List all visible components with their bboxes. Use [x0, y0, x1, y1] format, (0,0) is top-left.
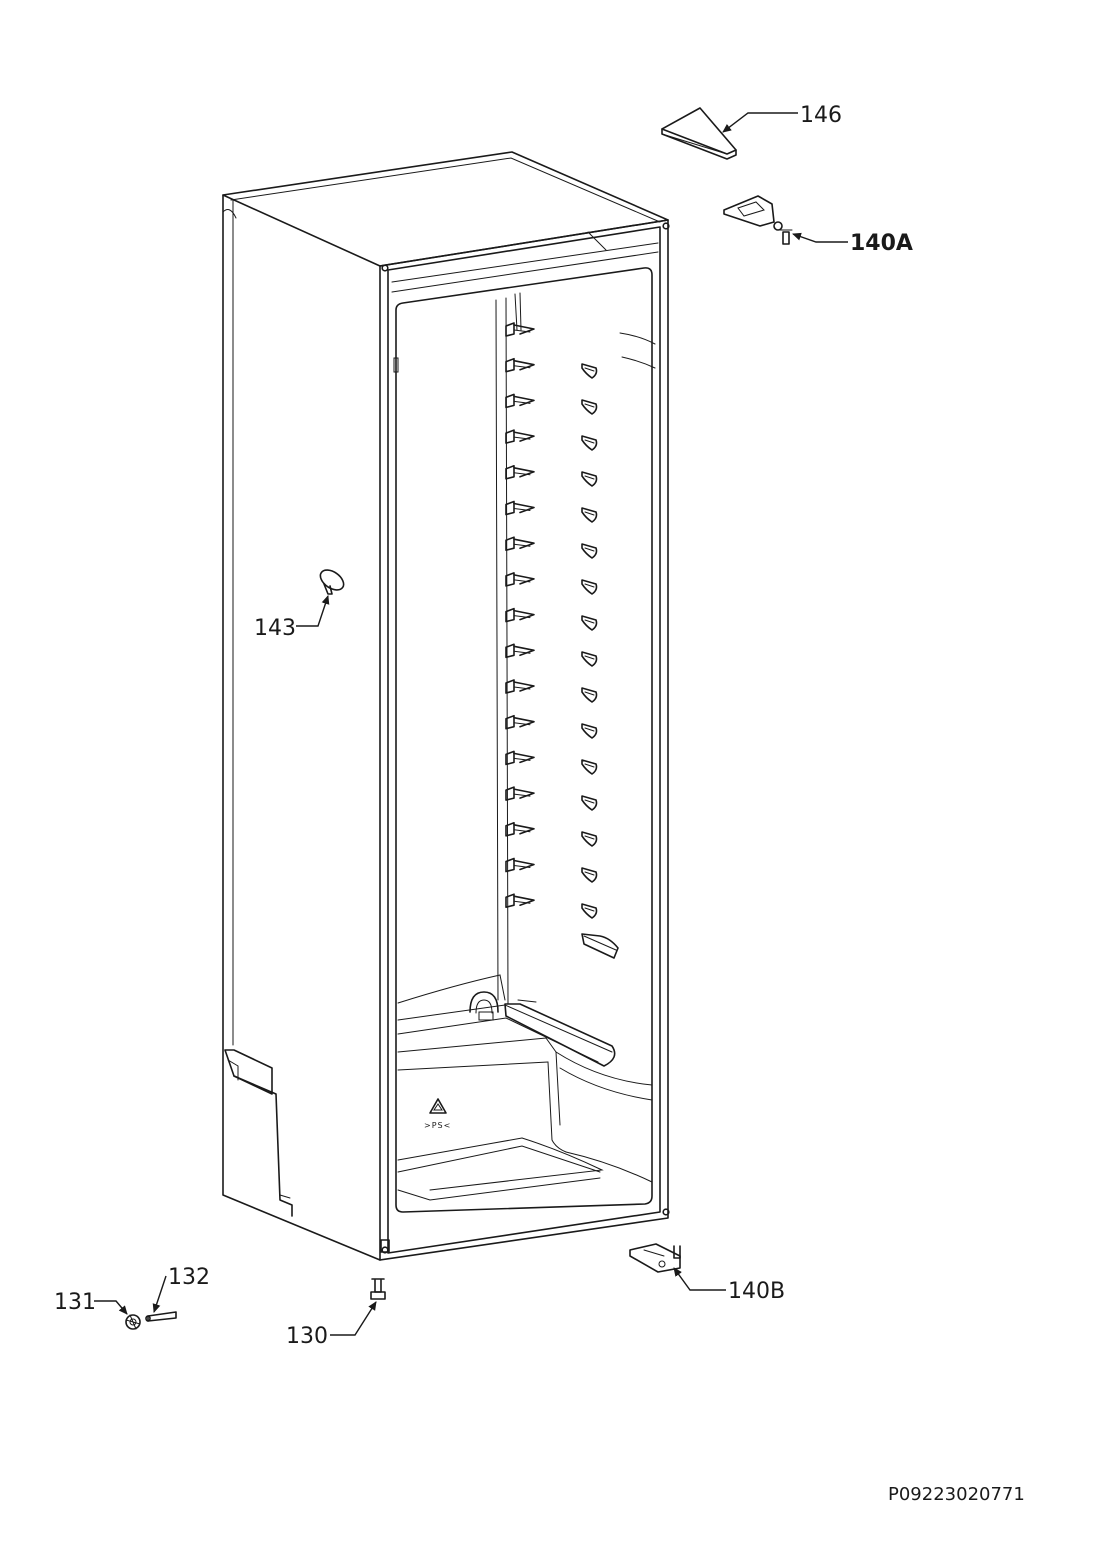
recycle-mark-text: >PS< [424, 1121, 451, 1130]
shelf-support-right [581, 615, 598, 631]
shelf-support-right [581, 399, 598, 415]
shelf-support-right [581, 687, 598, 703]
shelf-support-right [581, 579, 598, 595]
shelf-support-left [505, 607, 535, 623]
shelf-support-left [505, 465, 535, 480]
shelf-support-right [581, 795, 598, 811]
shelf-support-right [581, 471, 598, 487]
shelf-support-left [505, 572, 535, 587]
shelf-support-left [505, 357, 535, 373]
shelf-support-right [581, 903, 598, 919]
shelf-support-right [581, 543, 598, 559]
shelf-support-left [505, 893, 535, 908]
crisper-support [581, 933, 619, 959]
part-131-cap [125, 1314, 141, 1330]
drawing-reference-number: P09223020771 [888, 1484, 1025, 1505]
shelf-supports-left [505, 322, 535, 908]
shelf-support-left [505, 322, 535, 337]
shelf-support-left [505, 822, 535, 837]
callout-143: 143 [254, 616, 296, 641]
shelf-support-right [581, 435, 598, 451]
cabinet-body [222, 151, 670, 1261]
shelf-support-right [581, 867, 598, 883]
part-130-foot [370, 1278, 386, 1300]
part-140a-top-hinge [723, 195, 793, 245]
callout-146: 146 [800, 103, 842, 128]
part-132-pin [145, 1311, 177, 1322]
callout-140a: 140A [850, 231, 913, 256]
shelf-support-right [581, 651, 598, 667]
shelf-support-left [505, 393, 535, 409]
leader-lines [94, 112, 848, 1336]
shelf-support-left [505, 750, 535, 766]
callout-130: 130 [286, 1324, 328, 1349]
shelf-support-left [505, 679, 535, 694]
shelf-support-left [505, 643, 535, 659]
shelf-support-right [581, 723, 598, 739]
shelf-support-left [505, 714, 535, 730]
shelf-support-right [581, 507, 598, 523]
shelf-support-left [505, 536, 535, 551]
callout-140b: 140B [728, 1279, 785, 1304]
recycle-symbol-icon: >PS< [424, 1098, 451, 1130]
side-label-panel [224, 1049, 293, 1217]
shelf-support-left [505, 857, 535, 873]
shelf-support-left [505, 786, 535, 801]
part-146-cover [661, 107, 737, 160]
shelf-support-right [581, 831, 598, 847]
callout-labels: 146 140A 143 132 131 130 140B [54, 103, 913, 1349]
part-140b-bottom-hinge [629, 1243, 681, 1273]
shelf-support-left [505, 500, 535, 516]
callout-132: 132 [168, 1265, 210, 1290]
inner-liner [393, 267, 656, 1213]
callout-131: 131 [54, 1290, 96, 1315]
shelf-support-left [505, 429, 535, 444]
shelf-support-right [581, 363, 598, 379]
part-143-plug [319, 569, 345, 595]
shelf-support-right [581, 759, 598, 775]
shelf-supports-right [581, 363, 598, 919]
